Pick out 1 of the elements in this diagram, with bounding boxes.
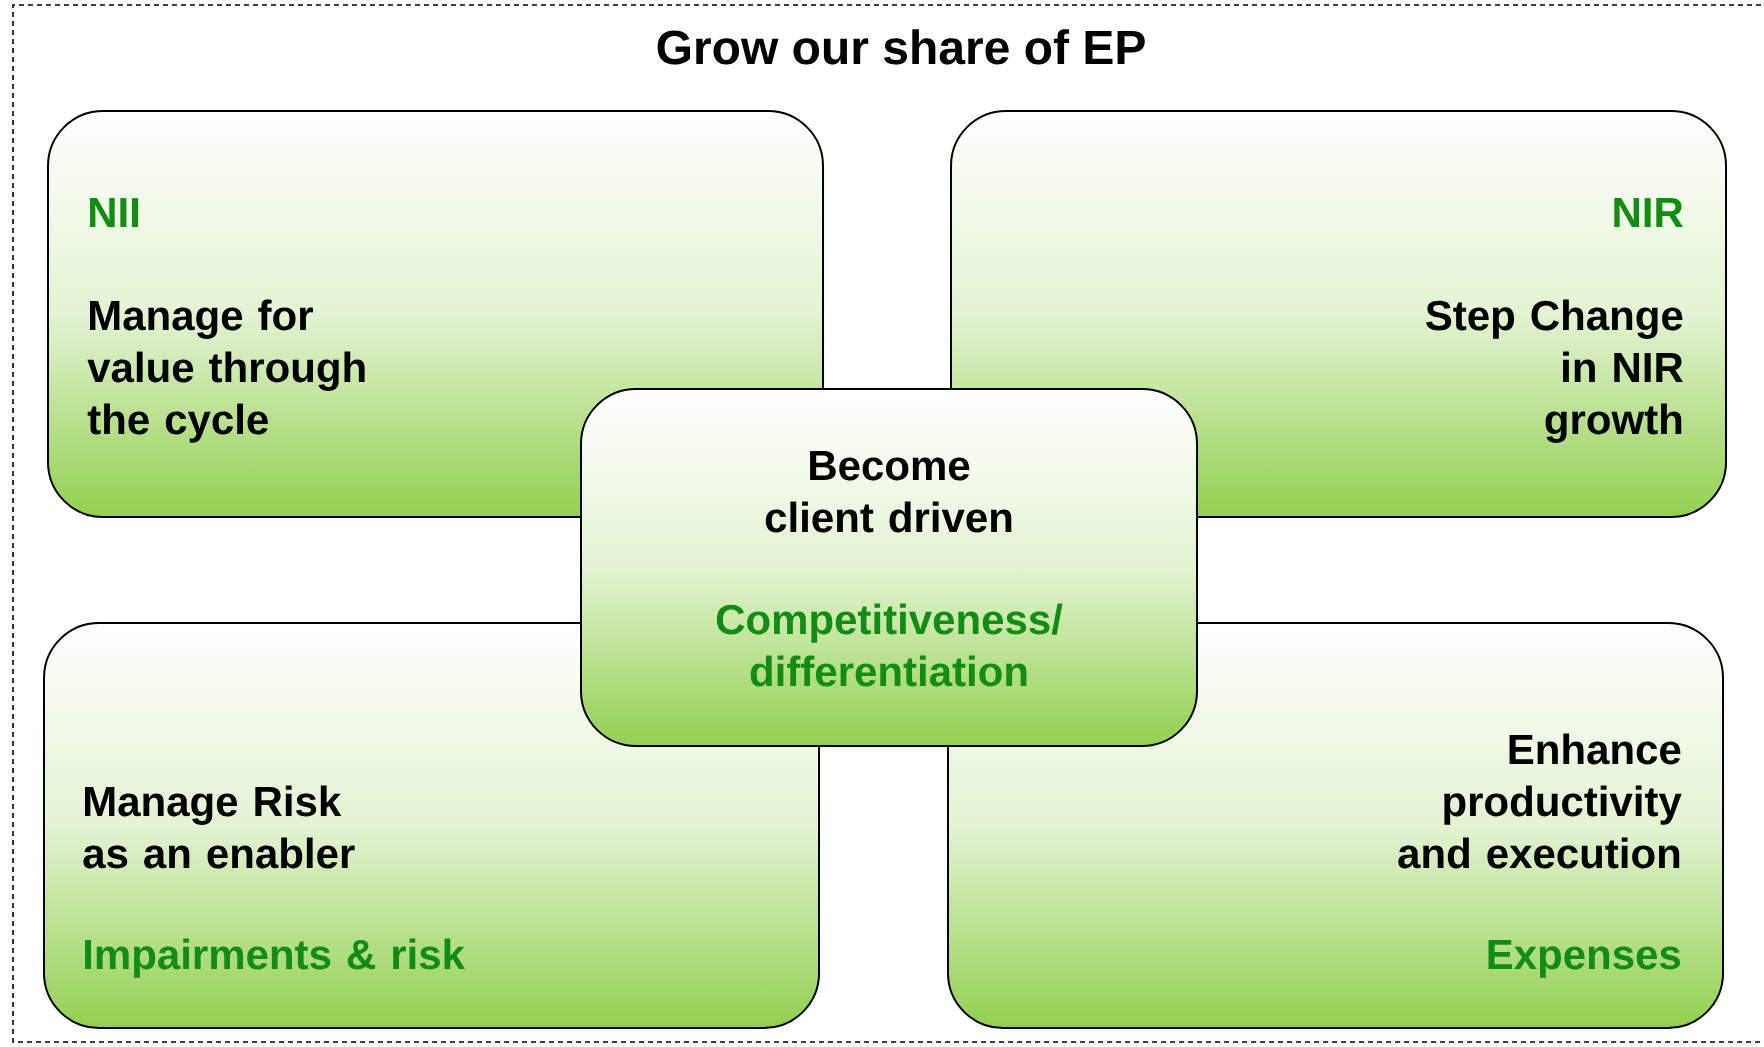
rounded-box: Become client driven Competitiveness/ differentiation	[580, 388, 1198, 747]
